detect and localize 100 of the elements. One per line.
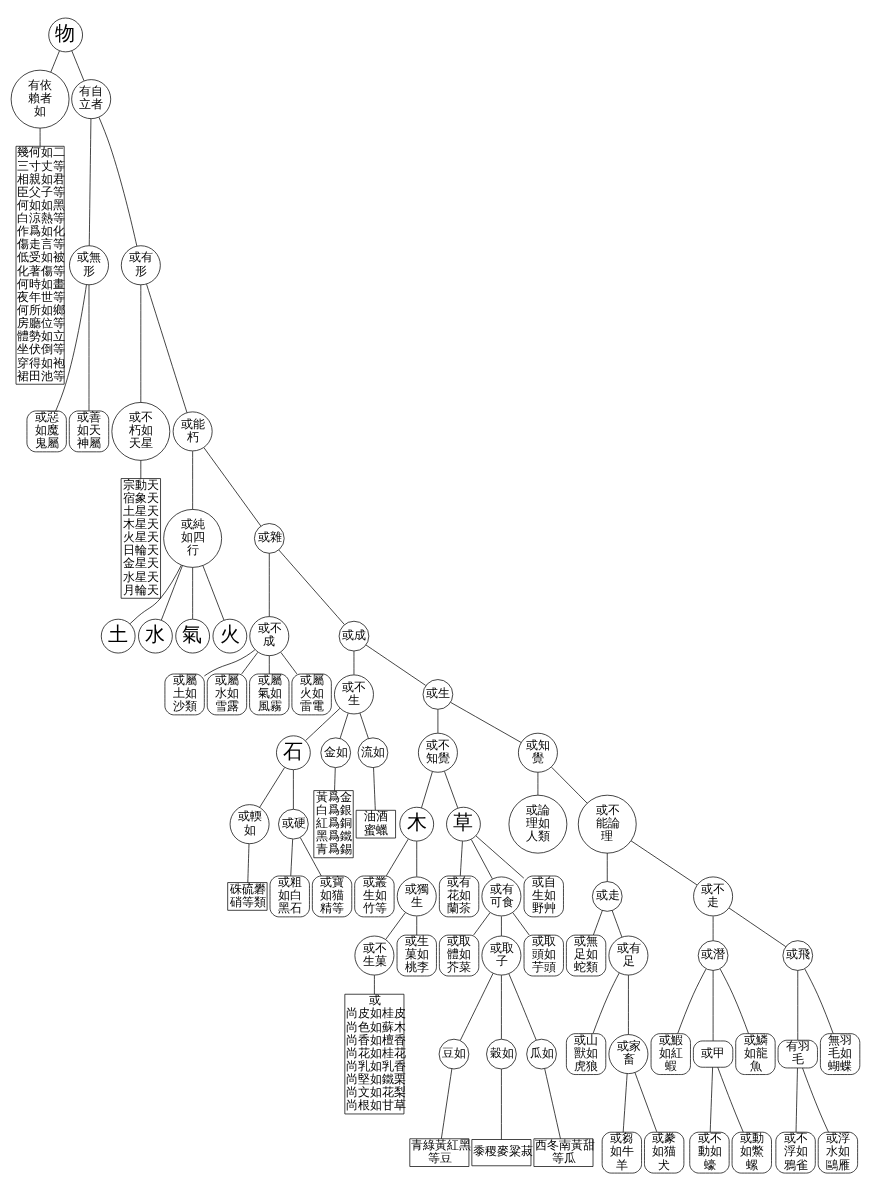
node-box: 幾何如二三寸丈等相親如君臣父子等何如如黑白涼熱等作爲如化傷走言等低受如被化著傷等何時如畫夜年世等何所如鄉房廳位等體勢如立坐伏倒等穿得如袍裙田池等: [15, 145, 65, 385]
connector: [416, 915, 418, 935]
connector: [593, 909, 603, 935]
node-box: 或浮水如鷗雁: [817, 1131, 858, 1173]
connector: [459, 972, 494, 1041]
node-circle: 或成: [338, 620, 370, 651]
node-box: 或屬火如雷電: [291, 673, 332, 715]
connector: [259, 766, 285, 808]
node-box: 或屬水如雪露: [206, 673, 248, 715]
connector: [441, 1068, 453, 1139]
connector: [717, 1066, 744, 1132]
connector: [50, 50, 60, 72]
connector: [55, 284, 87, 411]
node-box: 或豢如猫犬: [644, 1131, 685, 1173]
node-circle: 瓜如: [526, 1038, 557, 1069]
node-box: 或叢生如竹等: [354, 875, 395, 917]
connector: [88, 284, 90, 411]
node-circle: 或純如四行: [163, 508, 222, 568]
connector: [359, 712, 369, 739]
node-circle: 或輭如: [229, 803, 270, 844]
connector: [129, 564, 182, 624]
node-box: 無羽毛如蝴蝶: [820, 1032, 861, 1075]
connector: [421, 771, 433, 808]
connector: [146, 283, 188, 413]
node-box: 黍稷麥粱菽: [471, 1138, 532, 1166]
node-box: 或芻如牛羊: [601, 1131, 642, 1173]
node-circle: 石: [276, 734, 311, 770]
connector: [551, 766, 588, 804]
connector: [385, 838, 409, 876]
connector: [508, 972, 537, 1040]
connector: [719, 968, 749, 1034]
node-circle: 有自立者: [71, 78, 112, 119]
node-box: 或不浮如鴉雀: [775, 1131, 816, 1173]
node-box: 或取體如芥菜: [439, 934, 480, 976]
connector: [280, 651, 298, 674]
node-box: 或鰕如紅蝦: [650, 1032, 691, 1075]
node-circle: 或不成: [249, 615, 290, 656]
connector: [797, 969, 799, 1040]
node-circle: 或不能論理: [577, 794, 637, 853]
node-circle: 或不生: [334, 674, 374, 714]
node-box: 青綠黃紅黑 等豆: [409, 1137, 470, 1167]
connector: [437, 708, 439, 733]
connector: [592, 972, 620, 1034]
connector: [677, 968, 707, 1034]
node-box: 或甲: [693, 1040, 734, 1068]
node-circle: 或有足: [608, 935, 649, 975]
node-circle: 或生: [422, 678, 454, 710]
connector: [140, 459, 142, 479]
node-box: 或動如鱉螺: [731, 1131, 772, 1173]
connector: [365, 644, 426, 686]
node-box: 黃爲金白爲銀紅爲銅黑爲鐵青爲錫: [313, 789, 354, 858]
node-box: 西冬南黃甜 等瓜: [533, 1137, 594, 1167]
connector: [98, 116, 138, 246]
connector: [444, 770, 459, 808]
node-circle: 或潛: [697, 939, 729, 971]
connector: [630, 839, 698, 885]
connector: [628, 974, 629, 1035]
node-box: 或取頭如芋頭: [523, 934, 564, 976]
connector: [293, 769, 294, 809]
connector: [161, 564, 183, 620]
connector: [501, 974, 502, 1039]
connector: [299, 836, 322, 876]
node-box: 或粗如白黑石: [269, 875, 310, 917]
node-circle: 或不生菓: [354, 935, 395, 975]
node-box: 或鱗如龍魚: [735, 1032, 776, 1075]
connector: [278, 549, 345, 625]
connector: [374, 974, 375, 994]
node-circle: 或不朽如天星: [111, 401, 171, 461]
node-box: 或有花如蘭茶: [439, 875, 480, 917]
connector: [450, 701, 522, 743]
connector: [71, 50, 85, 81]
node-circle: 或雜: [254, 522, 285, 554]
connector: [728, 907, 787, 947]
node-circle: 或飛: [782, 939, 813, 971]
node-circle: 物: [48, 17, 83, 52]
connector: [305, 707, 341, 741]
connector: [709, 1066, 713, 1132]
node-circle: 或走: [592, 880, 623, 912]
node-circle: 火: [212, 618, 248, 653]
node-box: 或無足如蛇類: [566, 934, 607, 976]
node-circle: 或取子: [481, 935, 522, 975]
connector: [606, 852, 608, 882]
connector: [385, 911, 406, 940]
connector: [373, 767, 376, 810]
connector: [339, 712, 349, 739]
connector: [537, 771, 539, 795]
connector: [202, 564, 225, 620]
connector: [192, 450, 193, 510]
node-circle: 或家畜: [608, 1033, 649, 1074]
node-box: 硃硫礬硝等類: [227, 881, 268, 911]
node-box: 或生菓如桃李: [396, 934, 437, 976]
connector: [501, 915, 502, 936]
connector: [204, 648, 256, 676]
connector: [470, 838, 493, 879]
connector: [501, 1068, 502, 1140]
node-circle: 水: [138, 618, 173, 653]
node-circle: 或知覺: [518, 732, 558, 773]
node-box: 或自生如野艸: [523, 875, 564, 917]
node-circle: 穀如: [486, 1038, 517, 1069]
node-box: 或不動如蠔: [689, 1131, 730, 1173]
